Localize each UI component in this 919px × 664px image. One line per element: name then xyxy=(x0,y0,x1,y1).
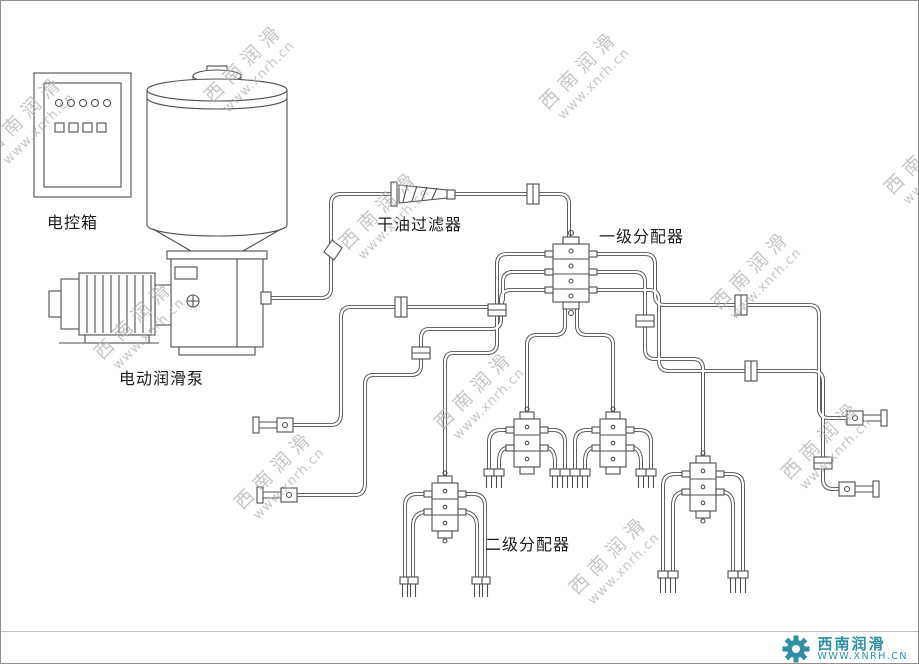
end-fitting xyxy=(256,486,298,504)
control-box xyxy=(33,72,132,198)
footer-divider xyxy=(1,631,918,632)
secondary-distributor-label: 二级分配器 xyxy=(485,535,571,554)
filter-label: 干油过滤器 xyxy=(377,215,463,234)
primary-distributor-label: 一级分配器 xyxy=(599,227,685,246)
lubrication-pump xyxy=(48,65,288,356)
grease-reservoir xyxy=(146,65,288,252)
secondary-distributor-d xyxy=(681,450,725,524)
pipe-clamp xyxy=(526,183,540,205)
control-box-label: 电控箱 xyxy=(47,213,99,232)
elbow-fitting xyxy=(323,239,343,261)
secondary-distributor-c xyxy=(591,406,635,475)
pump-label: 电动润滑泵 xyxy=(119,369,205,388)
oil-filter xyxy=(390,181,456,207)
pipe-clamps xyxy=(394,183,833,470)
pipe-clamp xyxy=(734,294,748,316)
end-fitting xyxy=(252,416,294,434)
pipe-clamp xyxy=(635,314,655,328)
pump-base xyxy=(166,250,272,356)
gear-icon xyxy=(782,635,810,663)
secondary-distributor-b xyxy=(505,406,549,475)
electric-motor xyxy=(48,272,172,344)
pipe-clamp xyxy=(813,456,833,470)
secondary-distributor-a xyxy=(423,470,467,544)
brand-url: WWW.XNRH.CN xyxy=(817,651,908,663)
lubrication-point-terminators xyxy=(399,468,749,597)
primary-distributor xyxy=(544,229,598,317)
brand-name: 西南润滑 xyxy=(817,634,886,653)
pipe-clamp xyxy=(394,296,408,318)
pipe-clamp xyxy=(744,360,758,382)
end-fitting xyxy=(838,480,880,498)
pipe-clamp xyxy=(487,303,507,317)
pipe-clamp xyxy=(411,346,431,360)
brand-logo: 西南润滑 WWW.XNRH.CN xyxy=(781,634,908,663)
end-fitting xyxy=(846,409,888,427)
